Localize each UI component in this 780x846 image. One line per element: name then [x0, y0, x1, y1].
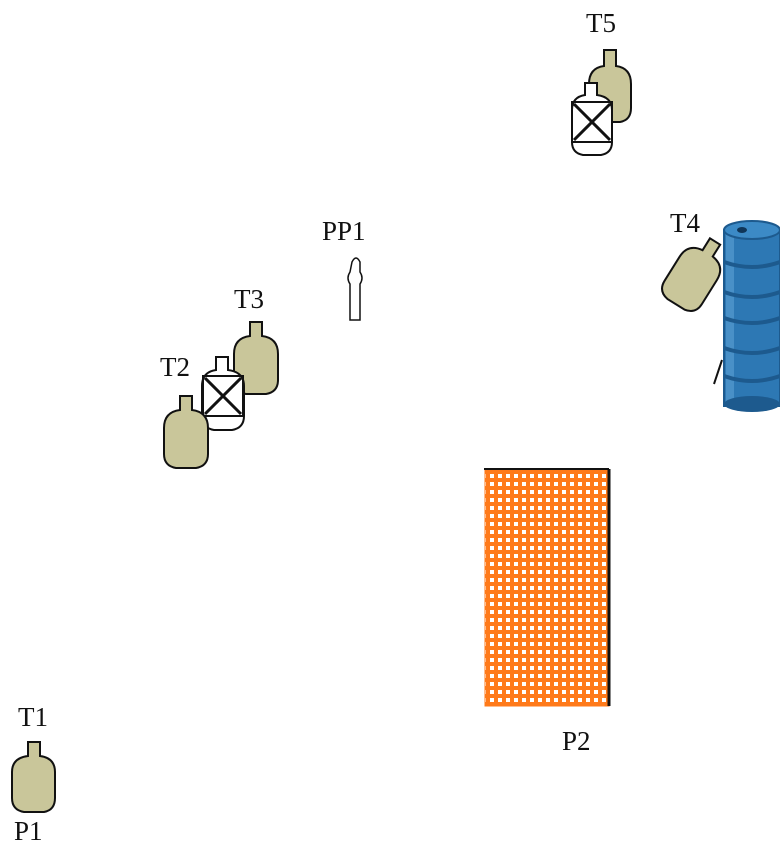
target-t5 [571, 49, 632, 156]
label-t3: T3 [234, 284, 264, 314]
label-t1: T1 [18, 702, 48, 732]
shoot-target-t2 [163, 395, 209, 469]
label-t2: T2 [160, 352, 190, 382]
shoot-target-t4 [661, 236, 722, 312]
target-t2 [163, 356, 245, 469]
label-t5: T5 [586, 8, 616, 38]
shoot-target-t3 [233, 321, 279, 395]
port-p2 [484, 468, 611, 707]
popper-pp1 [347, 257, 363, 321]
shoot-target-t1 [11, 741, 56, 813]
target-t4 [661, 236, 723, 385]
label-pp1: PP1 [322, 216, 366, 246]
barrel-stack [723, 220, 780, 412]
label-p2: P2 [562, 726, 591, 756]
label-t4: T4 [670, 208, 700, 238]
label-p1: P1 [14, 816, 43, 846]
